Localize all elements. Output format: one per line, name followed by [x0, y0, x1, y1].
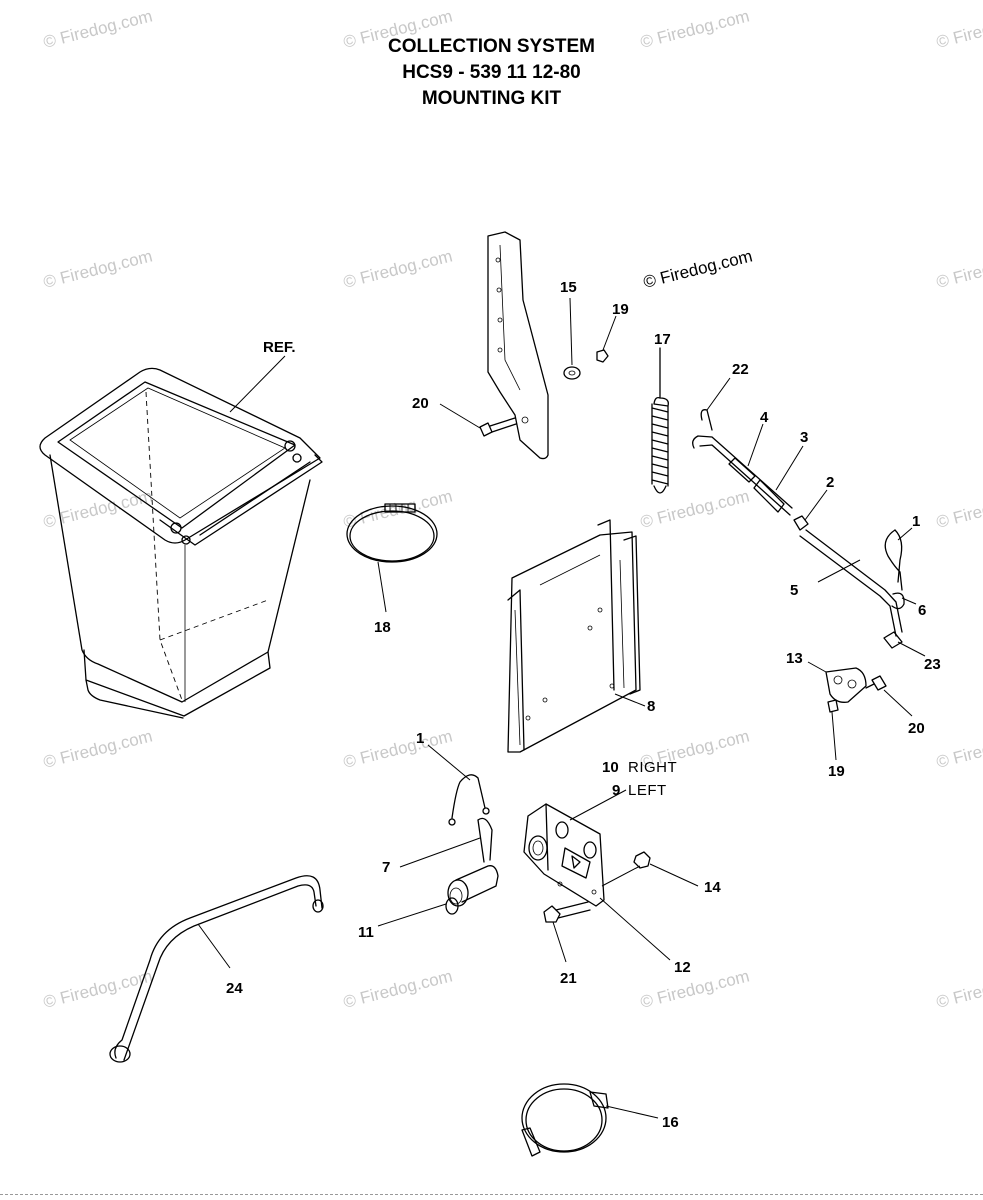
callout-14: 14 — [704, 879, 721, 896]
callout-3: 3 — [800, 429, 808, 446]
callout-19: 19 — [612, 301, 629, 318]
callout-20: 20 — [908, 720, 925, 737]
callout-9: 9 — [612, 782, 620, 799]
part-12-leader — [599, 897, 671, 961]
watermark: © Firedog.com — [341, 6, 454, 51]
watermark: © Firedog.com — [341, 246, 454, 291]
callout-13: 13 — [786, 650, 803, 667]
rod-assembly — [692, 377, 926, 657]
part-11-clevis-pin — [377, 865, 499, 927]
watermark: © Firedog.com — [341, 726, 454, 771]
callout-11: 11 — [358, 924, 374, 941]
watermark: © Firedog.com — [41, 6, 154, 51]
callout-15: 15 — [560, 279, 577, 296]
callout-1: 1 — [912, 513, 920, 530]
callout-22: 22 — [732, 361, 749, 378]
callout-21: 21 — [560, 970, 577, 987]
callout-16: 16 — [662, 1114, 679, 1131]
callout-1: 1 — [416, 730, 424, 747]
callouts: 15 19 20 17 22 4 3 2 1 5 6 23 13 20 19 1… — [226, 279, 941, 1131]
page-bottom-rule — [0, 1194, 983, 1195]
part-1-lanyard — [427, 744, 490, 826]
title-line-2: HCS9 - 539 11 12-80 — [402, 62, 581, 83]
callout-8: 8 — [647, 698, 655, 715]
copyright-mark: © Firedog.com — [641, 246, 754, 291]
callout-24: 24 — [226, 980, 243, 997]
watermark: © Firedog.com — [934, 6, 983, 51]
watermark: © Firedog.com — [638, 6, 751, 51]
title-line-3: MOUNTING KIT — [421, 88, 562, 109]
part-16-hose-clamp — [521, 1083, 659, 1157]
title-line-1: COLLECTION SYSTEM — [388, 36, 595, 57]
part-24-bail-rod — [109, 875, 324, 1063]
callout-10-right: RIGHT — [628, 759, 677, 776]
ref-label: REF. — [263, 339, 296, 356]
watermark: © Firedog.com — [341, 966, 454, 1011]
watermark: © Firedog.com — [638, 966, 751, 1011]
watermark: © Firedog.com — [41, 726, 154, 771]
callout-20: 20 — [412, 395, 429, 412]
watermark: © Firedog.com — [934, 246, 983, 291]
watermark: © Firedog.com — [934, 966, 983, 1011]
part-15-mounting-plate — [439, 231, 617, 460]
watermark: © Firedog.com — [934, 486, 983, 531]
callout-19: 19 — [828, 763, 845, 780]
part-17-spring — [651, 347, 669, 494]
part-7-cotter-pin — [399, 817, 493, 868]
part-10-hitch-bracket — [523, 789, 627, 907]
callout-6: 6 — [918, 602, 926, 619]
callout-5: 5 — [790, 582, 798, 599]
callout-18: 18 — [374, 619, 391, 636]
callout-17: 17 — [654, 331, 671, 348]
watermark-layer: © Firedog.com © Firedog.com © Firedog.co… — [41, 6, 983, 1011]
callout-7: 7 — [382, 859, 390, 876]
watermark: © Firedog.com — [934, 726, 983, 771]
callout-23: 23 — [924, 656, 941, 673]
callout-12: 12 — [674, 959, 691, 976]
part-14-nut — [601, 851, 699, 887]
callout-2: 2 — [826, 474, 834, 491]
watermark: © Firedog.com — [341, 486, 454, 531]
part-13-link-plate — [807, 661, 913, 761]
part-8-slide-bracket — [507, 519, 646, 753]
collection-bag-ref — [39, 355, 323, 719]
callout-4: 4 — [760, 409, 769, 426]
watermark: © Firedog.com — [41, 966, 154, 1011]
callout-9-left: LEFT — [628, 782, 667, 799]
part-21-bolt — [543, 901, 591, 963]
part-18-hose-clamp — [346, 503, 438, 613]
watermark: © Firedog.com — [638, 486, 751, 531]
watermark: © Firedog.com — [41, 246, 154, 291]
callout-10: 10 — [602, 759, 619, 776]
